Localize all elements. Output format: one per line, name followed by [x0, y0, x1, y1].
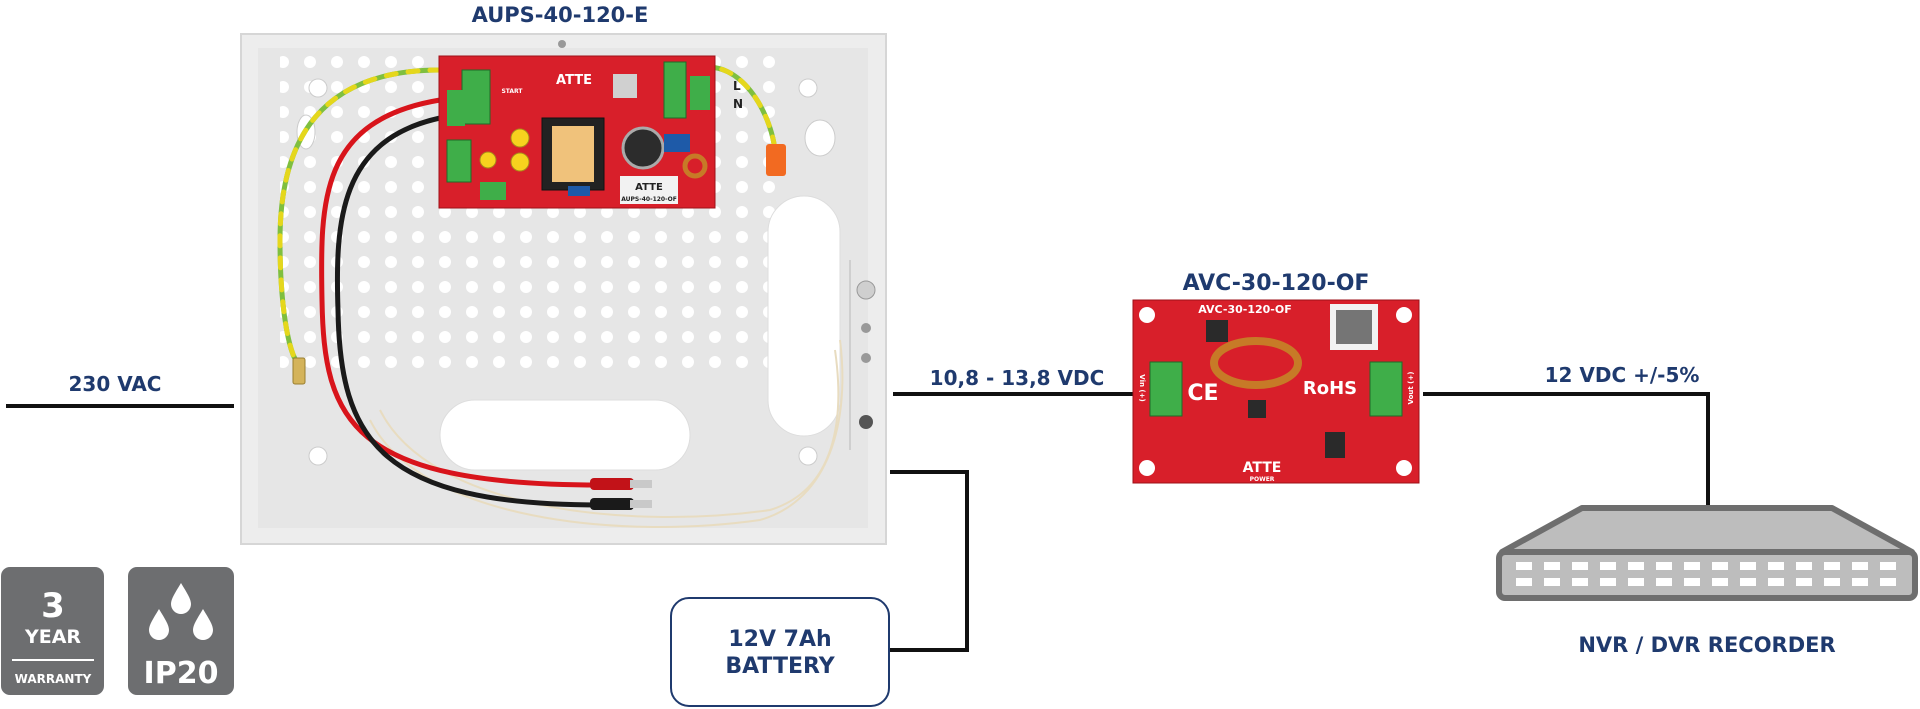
warranty-badge: 3 YEAR WARRANTY [1, 567, 104, 695]
battery-label-line2: BATTERY [725, 654, 835, 679]
battery-label-line1: 12V 7Ah [728, 627, 831, 652]
psu-start-label: START [501, 88, 523, 95]
psu-terminal-n: N [733, 97, 743, 111]
warranty-number: 3 [41, 586, 65, 626]
converter-pcb: AVC-30-120-OF CE RoHS ATTE POWER Vin (+)… [1132, 299, 1420, 484]
psu-label-brand: ATTE [635, 182, 663, 193]
psu-pcb: ATTE START L N ATTE AUPS-40-120-OF [438, 55, 743, 209]
water-drops-icon [149, 583, 213, 640]
battery-feed-line [890, 470, 969, 652]
converter-brand-label: ATTE [1243, 460, 1282, 476]
nvr-recorder-icon [1496, 505, 1918, 601]
psu-terminal-l: L [733, 79, 741, 93]
converter-subbrand-label: POWER [1250, 476, 1275, 483]
battery-leads [319, 97, 652, 510]
ip-rating-label: IP20 [144, 656, 219, 691]
psu-brand-label: ATTE [556, 73, 592, 88]
psu-title: AUPS-40-120-E [472, 3, 649, 27]
psu-label-model: AUPS-40-120-OF [621, 196, 677, 203]
warranty-year: YEAR [24, 626, 81, 648]
ac-input-label: 230 VAC [69, 372, 162, 396]
warranty-label: WARRANTY [15, 672, 92, 686]
ip-rating-badge: IP20 [128, 567, 234, 695]
output-voltage-label: 12 VDC +/-5% [1545, 363, 1700, 387]
converter-ce-label: CE [1187, 381, 1218, 406]
converter-vin-label: Vin (+) [1138, 374, 1146, 401]
battery-voltage-label: 10,8 - 13,8 VDC [930, 366, 1105, 390]
recorder-label: NVR / DVR RECORDER [1578, 633, 1835, 657]
converter-title: AVC-30-120-OF [1183, 271, 1370, 296]
converter-model-label: AVC-30-120-OF [1198, 303, 1291, 316]
battery-box: 12V 7Ah BATTERY [670, 597, 890, 707]
converter-rohs-label: RoHS [1303, 378, 1357, 399]
converter-vout-label: Vout (+) [1407, 372, 1415, 405]
connection-lines [6, 392, 1710, 652]
